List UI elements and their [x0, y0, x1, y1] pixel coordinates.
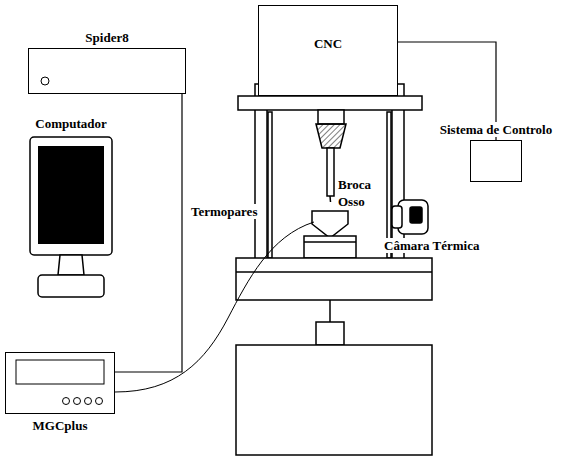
control-button — [85, 398, 92, 405]
cable — [115, 94, 182, 372]
node-label: Computador — [34, 116, 108, 131]
display-screen — [16, 360, 104, 384]
mgc-shape — [6, 353, 116, 415]
control-button — [74, 398, 81, 405]
chuck — [316, 124, 346, 148]
plate-edge — [236, 271, 432, 273]
part-label: Osso — [337, 194, 366, 209]
monitor-screen — [38, 146, 104, 244]
sample-holder — [304, 236, 356, 258]
camera-label: Câmara Térmica — [383, 238, 480, 253]
control-system: Sistema de Controlo — [470, 140, 522, 182]
rail — [387, 112, 391, 258]
computer-monitor: Computador — [28, 135, 114, 300]
wire-label: Termopares — [190, 204, 258, 219]
cnc-machine: CNC — [258, 5, 398, 96]
top-plate — [238, 96, 422, 110]
camera-lens — [392, 206, 402, 228]
part-label: Broca — [337, 177, 372, 192]
monitor-frame — [30, 137, 112, 255]
shaft — [329, 300, 331, 322]
monitor-neck — [58, 255, 84, 275]
holder-groove — [304, 241, 356, 243]
table-plate — [236, 258, 432, 300]
amplifier-unit: MGCplus — [5, 352, 115, 414]
node-label: Spider8 — [84, 30, 129, 45]
acquisition-unit: Spider8 — [28, 48, 186, 94]
camera-screen — [410, 207, 422, 223]
thermocouple-wire — [115, 222, 314, 392]
control-button — [96, 398, 103, 405]
drill-tip — [329, 196, 331, 202]
monitor-base — [38, 275, 104, 297]
load-cell — [316, 322, 344, 345]
drill-bit — [327, 148, 334, 196]
indicator-light — [41, 77, 49, 85]
bone-sample — [312, 211, 348, 238]
spider-shape — [29, 49, 187, 95]
monitor-shape — [28, 135, 114, 300]
node-label: MGCplus — [32, 418, 89, 433]
control-button — [63, 398, 70, 405]
spindle — [318, 110, 344, 124]
rail — [268, 112, 272, 258]
machine-base — [236, 345, 432, 455]
node-label: CNC — [314, 36, 342, 95]
node-label: Sistema de Controlo — [439, 122, 553, 137]
